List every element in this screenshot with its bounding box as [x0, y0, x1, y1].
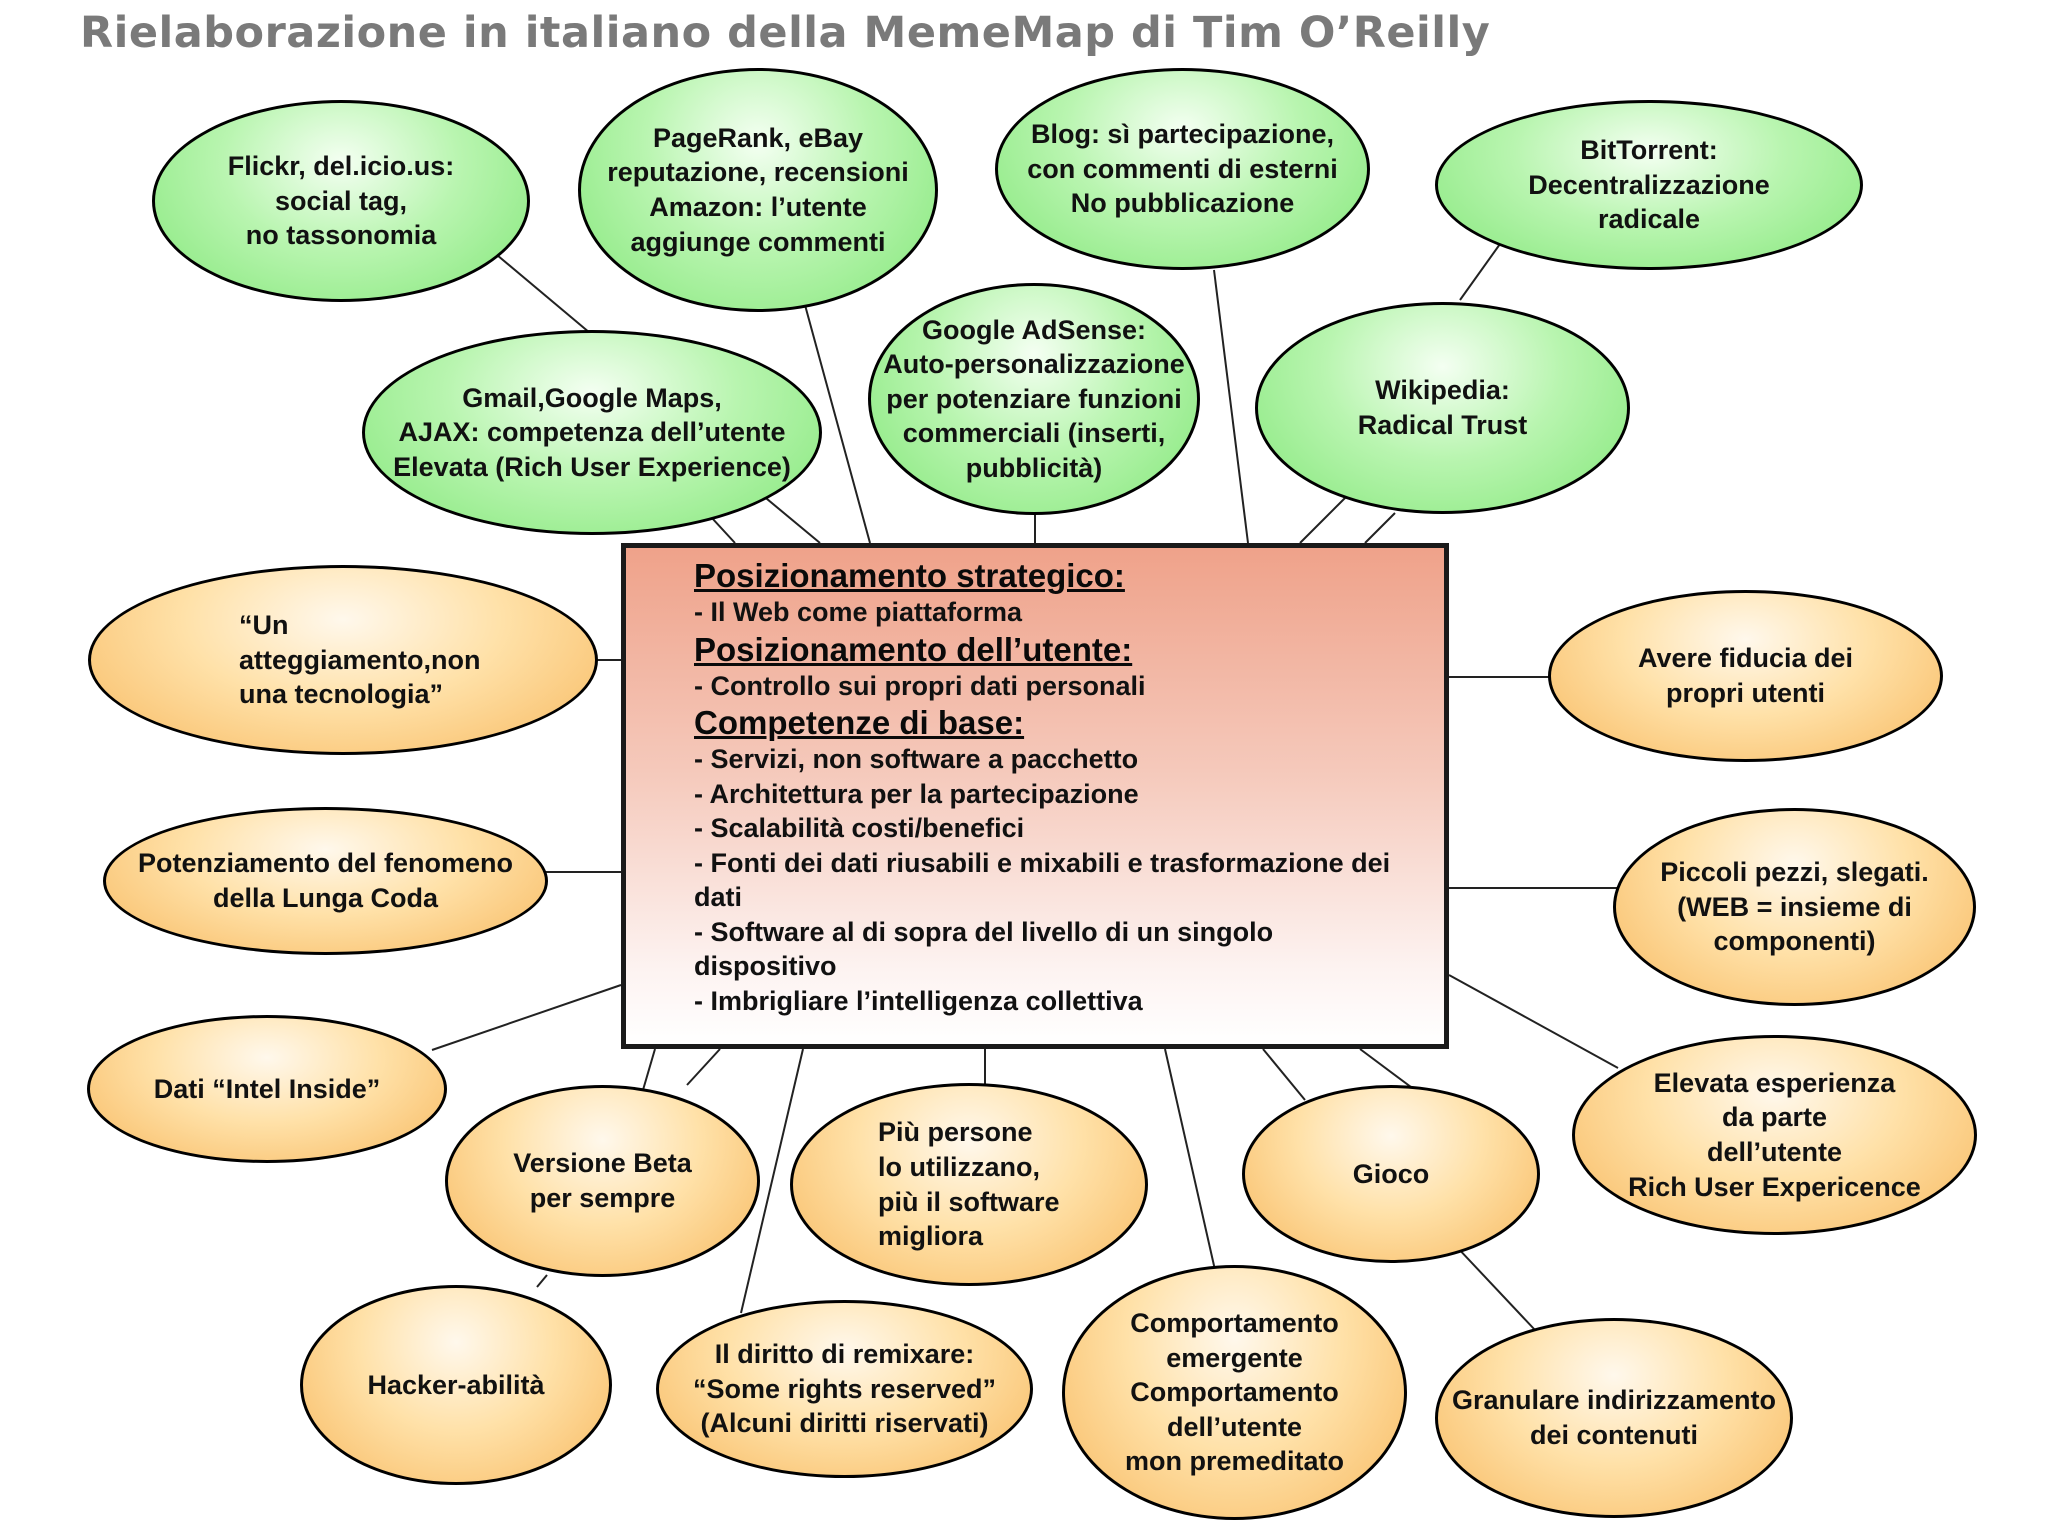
center-item: - Scalabilità costi/benefici	[694, 813, 1025, 843]
connector-blog	[1213, 269, 1249, 544]
node-granular: Granulare indirizzamento dei contenuti	[1435, 1318, 1793, 1518]
node-blog: Blog: sì partecipazione, con commenti di…	[995, 68, 1370, 270]
connector-bittorrent	[1459, 236, 1506, 301]
node-more-people: Più persone lo utilizzano, più il softwa…	[790, 1083, 1148, 1286]
center-item: - Servizi, non software a pacchetto	[694, 744, 1139, 774]
connector-richux	[1448, 974, 1619, 1069]
connector-beta	[642, 1048, 656, 1091]
node-pagerank: PageRank, eBay reputazione, recensioni A…	[578, 68, 938, 312]
node-trust-users: Avere fiducia dei propri utenti	[1548, 590, 1943, 762]
core-competencies-box: Posizionamento strategico: - Il Web come…	[621, 543, 1449, 1049]
connector-beta-2	[686, 1048, 721, 1086]
connector-hacker	[536, 1274, 548, 1288]
heading-core-competencies: Competenze di base:	[694, 704, 1025, 741]
node-emergent: Comportamento emergente Comportamento de…	[1062, 1265, 1407, 1520]
node-long-tail: Potenziamento del fenomeno della Lunga C…	[103, 807, 548, 955]
connector-wikipedia-2	[1364, 512, 1396, 544]
center-item: - Il Web come piattaforma	[694, 597, 1023, 627]
connector-remix	[740, 1048, 804, 1314]
connector-granular	[1454, 1244, 1536, 1331]
node-play: Gioco	[1242, 1085, 1540, 1263]
node-bittorrent: BitTorrent: Decentralizzazione radicale	[1435, 100, 1863, 270]
node-gmail: Gmail,Google Maps, AJAX: competenza dell…	[362, 330, 822, 535]
center-item: - Fonti dei dati riusabili e mixabili e …	[694, 847, 1391, 913]
connector-play	[1262, 1048, 1306, 1101]
diagram-title: Rielaborazione in italiano della MemeMap…	[80, 8, 1491, 58]
node-hackability: Hacker-abilità	[300, 1285, 612, 1485]
node-adsense: Google AdSense: Auto-personalizzazione p…	[868, 283, 1200, 515]
node-remix: Il diritto di remixare: “Some rights res…	[656, 1300, 1033, 1478]
node-wikipedia: Wikipedia: Radical Trust	[1255, 302, 1630, 514]
heading-strategic-positioning: Posizionamento strategico:	[694, 557, 1125, 594]
center-item: - Imbrigliare l’intelligenza collettiva	[694, 985, 1143, 1016]
connector-wikipedia	[1299, 497, 1346, 544]
node-beta: Versione Beta per sempre	[445, 1085, 760, 1277]
center-item: - Software al di sopra del livello di un…	[694, 916, 1274, 982]
connector-intel	[431, 984, 622, 1051]
heading-user-positioning: Posizionamento dell’utente:	[694, 630, 1133, 668]
connector-flickr	[496, 254, 591, 334]
node-rich-ux: Elevata esperienza da parte dell’utente …	[1572, 1035, 1977, 1235]
node-attitude: “Un atteggiamento,non una tecnologia”	[88, 565, 598, 755]
connector-pagerank	[804, 304, 871, 544]
center-item: - Controllo sui propri dati personali	[694, 670, 1146, 701]
center-item: - Architettura per la partecipazione	[694, 778, 1139, 809]
node-small-pieces: Piccoli pezzi, slegati. (WEB = insieme d…	[1613, 808, 1976, 1006]
connector-play-2	[1359, 1048, 1416, 1091]
connector-emergent	[1164, 1048, 1216, 1271]
node-flickr: Flickr, del.icio.us: social tag, no tass…	[152, 100, 530, 302]
node-intel-inside: Dati “Intel Inside”	[87, 1015, 447, 1163]
